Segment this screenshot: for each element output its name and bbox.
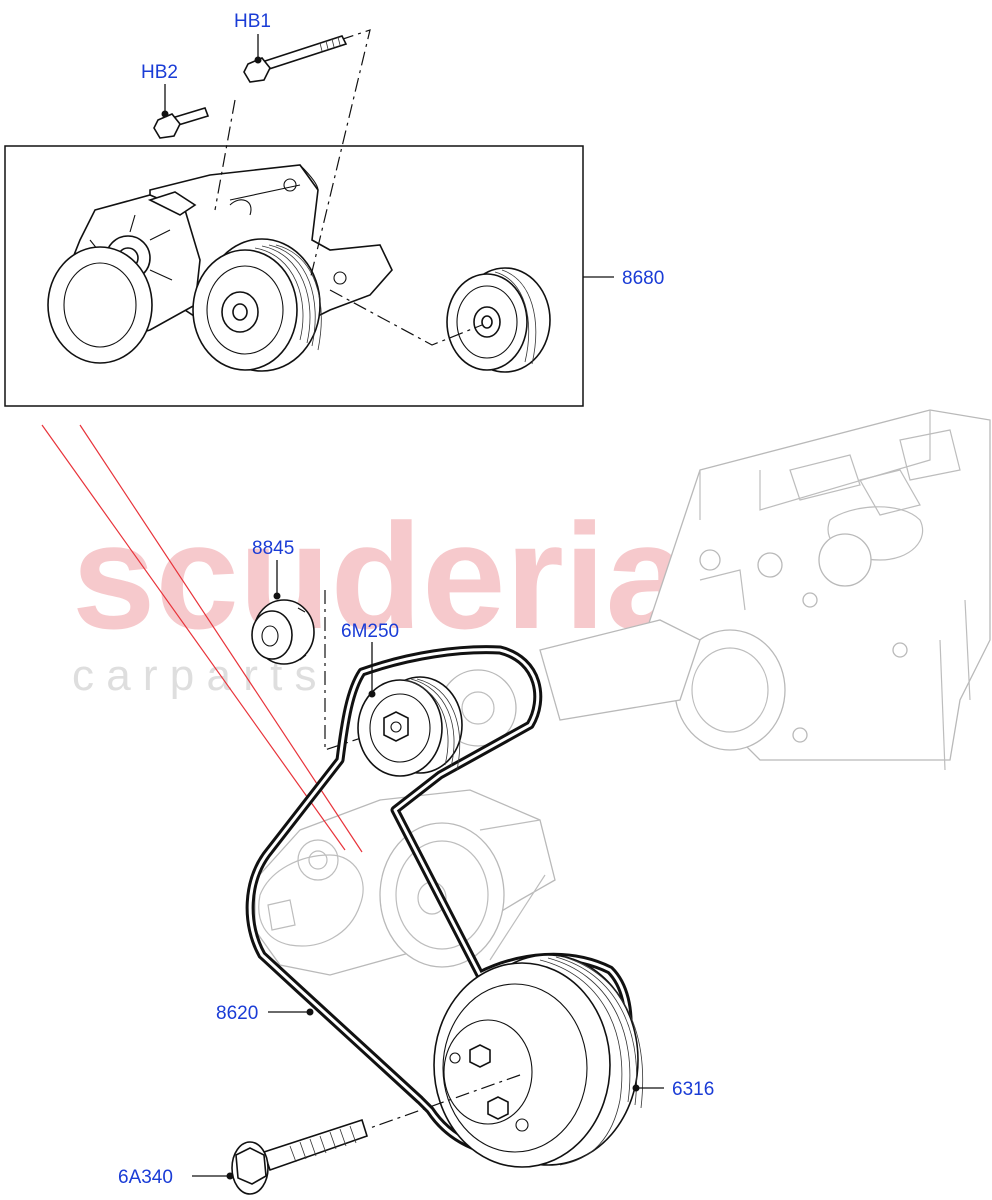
- callout-6a340: 6A340: [118, 1167, 173, 1188]
- cap-8845: [251, 599, 315, 665]
- callout-8680: 8680: [622, 268, 664, 289]
- engine-block-ghost: [254, 409, 991, 976]
- callout-6m250: 6M250: [341, 621, 399, 642]
- crankshaft-pulley-6316: [369, 954, 644, 1168]
- callout-hb2: HB2: [141, 62, 178, 83]
- callout-hb1: HB1: [234, 11, 271, 32]
- watermark-main: scuderia: [72, 492, 691, 660]
- reference-lines: [41, 424, 363, 853]
- callout-8845: 8845: [252, 538, 294, 559]
- leader-lines: [161, 34, 664, 1180]
- callout-6316: 6316: [672, 1079, 714, 1100]
- bolt-hb2: [153, 107, 210, 139]
- tensioner-assembly-frame: [4, 145, 584, 407]
- callout-8620: 8620: [216, 1003, 258, 1024]
- tensioner-assembly: [47, 164, 551, 373]
- pulley-6m250: [357, 676, 463, 777]
- callout-labels: HB1 HB2 8680 8845 6M250 8620 6316 6A340: [118, 11, 714, 1188]
- bolt-6a340: [231, 1118, 368, 1195]
- bolt-hb1: [243, 35, 348, 83]
